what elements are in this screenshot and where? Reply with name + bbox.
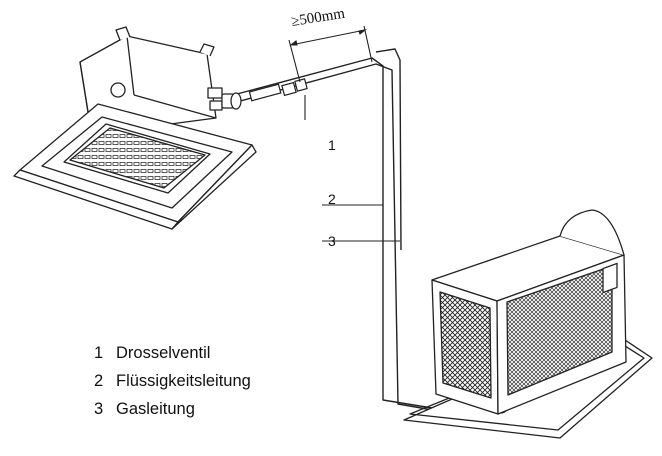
legend-item-1-number: 1 [94,344,103,362]
legend-item-1-label: Drosselventil [116,344,210,362]
fan-grille [506,265,613,396]
intake-grille [69,127,206,189]
callout-2-number: 2 [328,191,336,207]
legend-item-3-number: 3 [94,400,103,418]
clearance-dimension [288,25,373,83]
legend-item-2-number: 2 [94,372,103,390]
legend-item-3-label: Gasleitung [116,400,195,418]
side-coil-grid [439,291,492,399]
callout-1-number: 1 [328,137,336,153]
callout-leaders [304,95,400,242]
outdoor-unit [403,209,653,439]
indoor-cassette-unit [13,26,257,230]
legend-item-2-label: Flüssigkeitsleitung [116,372,251,390]
callout-3-number: 3 [328,233,336,249]
throttle-valve [221,78,308,110]
legend: 1 Drosselventil 2 Flüssigkeitsleitung 3 … [94,344,251,418]
clearance-dimension-label: ≥500mm [290,6,346,30]
